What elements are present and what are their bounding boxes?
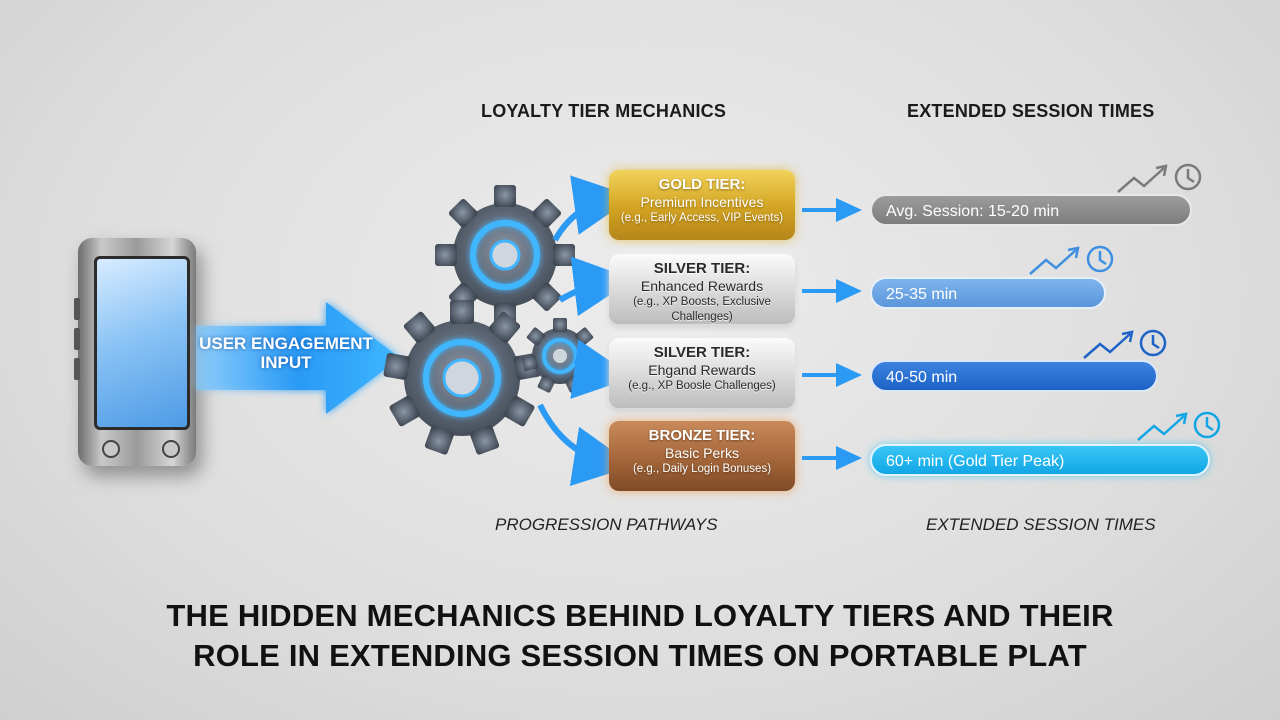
session-bar-bronze: 60+ min (Gold Tier Peak) [870, 444, 1210, 476]
tier-name: GOLD TIER: [658, 176, 746, 193]
tier-name: BRONZE TIER: [648, 427, 756, 444]
clock-icon [1174, 163, 1202, 191]
arrow-right-icon [570, 339, 634, 399]
input-label-line1: USER ENGAGEMENT [199, 334, 373, 353]
trend-up-icon [1137, 412, 1188, 441]
gear-icon [435, 185, 575, 325]
tier-benefit: Basic Perks [665, 445, 739, 461]
phone-side-button [74, 298, 80, 320]
tier-silver: SILVER TIER: Enhanced Rewards (e.g., XP … [609, 254, 795, 324]
phone-side-button [74, 358, 80, 380]
tier-example: (e.g., Early Access, VIP Events) [620, 212, 784, 224]
arrow-right-icon [558, 256, 634, 317]
gear-cluster [383, 185, 599, 455]
page-title-line1: THE HIDDEN MECHANICS BEHIND LOYALTY TIER… [166, 598, 1114, 633]
tier-example: (e.g., XP Boosts, Exclusive Challenges) [633, 296, 771, 323]
session-bar-gold: Avg. Session: 15-20 min [870, 194, 1192, 226]
tier-benefit: Premium Incentives [640, 194, 764, 210]
arrow-right-icon [552, 175, 634, 242]
phone-home-button [102, 440, 120, 458]
trend-up-icon [1029, 246, 1080, 275]
gear-icon [383, 300, 541, 455]
input-label-line2: INPUT [260, 353, 312, 372]
session-bar-silver-2: 40-50 min [870, 360, 1158, 392]
phone-side-button [74, 328, 80, 350]
input-label: USER ENGAGEMENT INPUT [196, 334, 376, 372]
smartphone-icon [74, 238, 196, 466]
arrow-right-icon [802, 446, 862, 470]
tier-silver-2: SILVER TIER: Ehgand Rewards (e.g., XP Bo… [609, 338, 795, 408]
trend-up-icon [1117, 164, 1168, 193]
tier-gold: GOLD TIER: Premium Incentives (e.g., Ear… [609, 170, 795, 240]
sessions-column-footer: EXTENDED SESSION TIMES [926, 515, 1156, 534]
input-arrow-icon [196, 302, 400, 414]
tier-name: SILVER TIER: [653, 344, 751, 361]
arrow-right-icon [802, 198, 862, 222]
arrow-right-icon [802, 279, 862, 303]
tier-benefit: Ehgand Rewards [648, 362, 756, 378]
session-bar-silver: 25-35 min [870, 277, 1106, 309]
clock-icon [1139, 329, 1167, 357]
tiers-column-title: LOYALTY TIER MECHANICS [481, 101, 727, 121]
page-title-line2: ROLE IN EXTENDING SESSION TIMES ON PORTA… [193, 638, 1087, 673]
phone-home-button [162, 440, 180, 458]
tier-benefit: Enhanced Rewards [640, 278, 764, 294]
trend-up-icon [1083, 330, 1134, 359]
tiers-column-footer: PROGRESSION PATHWAYS [495, 515, 718, 534]
clock-icon [1086, 245, 1114, 273]
sessions-column-title: EXTENDED SESSION TIMES [907, 101, 1155, 121]
arrow-right-icon [802, 363, 862, 387]
tier-example: (e.g., Daily Login Bonuses) [632, 463, 772, 475]
tier-bronze: BRONZE TIER: Basic Perks (e.g., Daily Lo… [609, 421, 795, 491]
page-title: THE HIDDEN MECHANICS BEHIND LOYALTY TIER… [40, 596, 1240, 676]
tier-name: SILVER TIER: [653, 260, 751, 277]
phone-screen [94, 256, 190, 430]
arrow-right-icon [537, 403, 634, 487]
clock-icon [1193, 411, 1221, 439]
tier-example: (e.g., XP Boosle Challenges) [628, 380, 776, 392]
